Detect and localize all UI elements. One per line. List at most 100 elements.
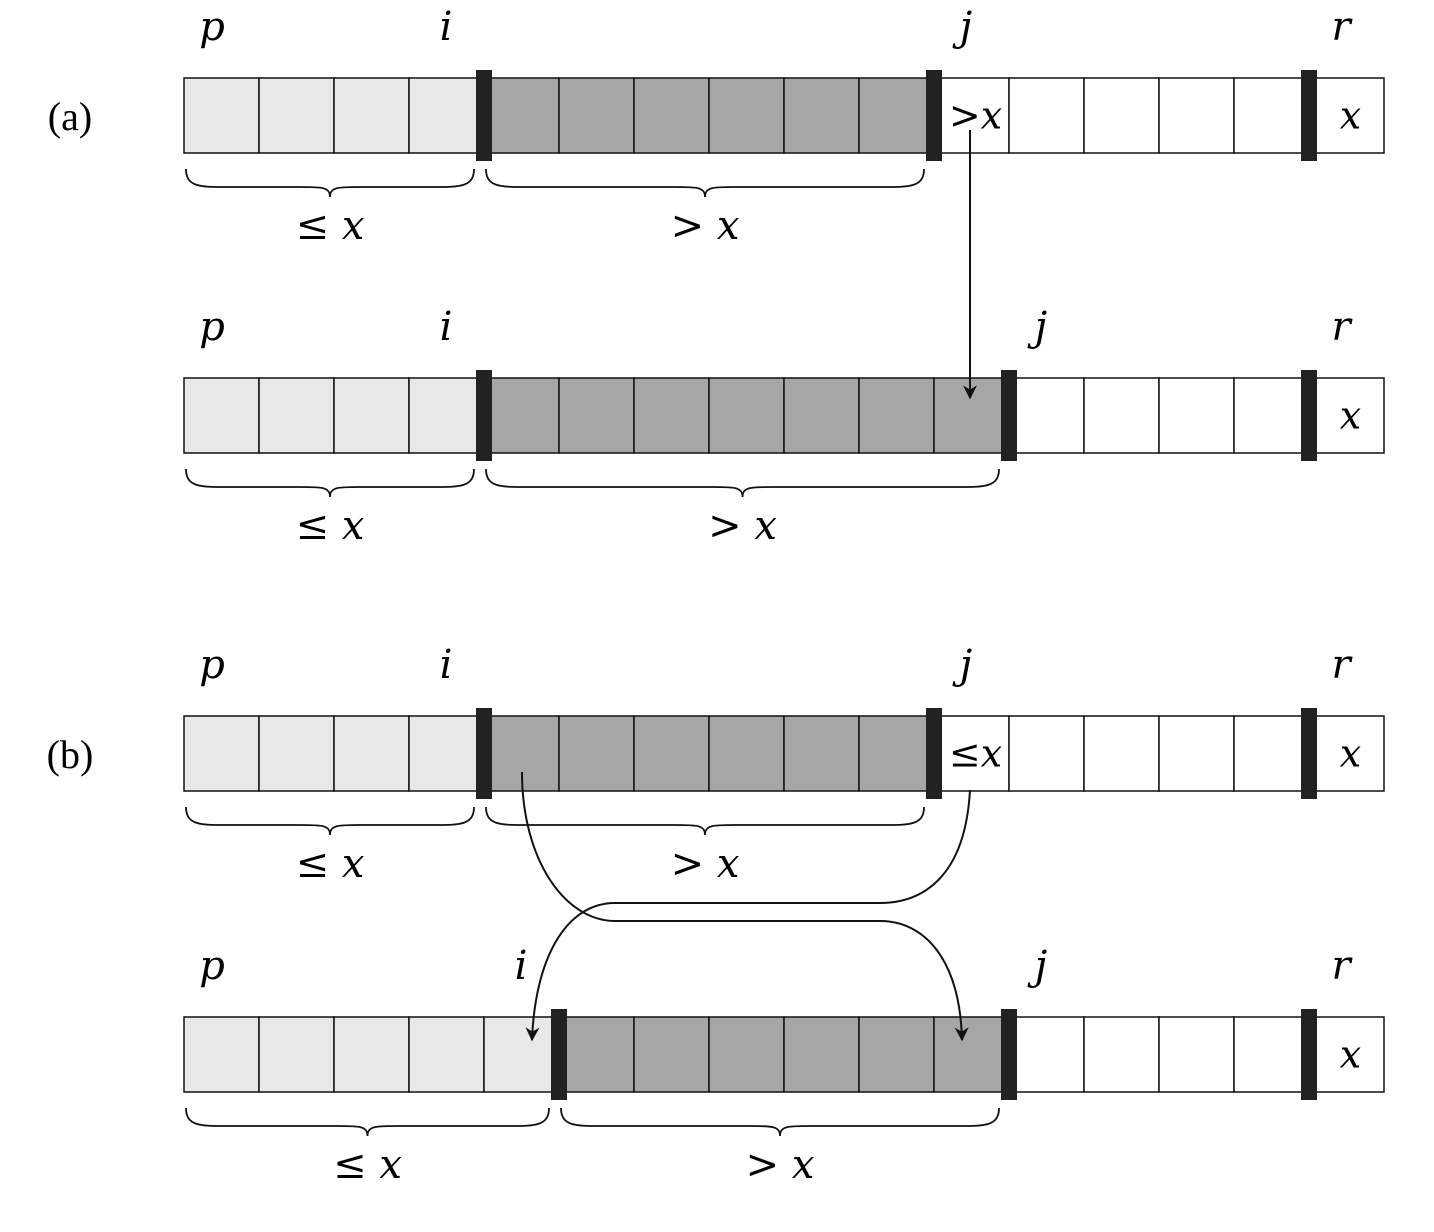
array-cell-gt: [558, 715, 635, 792]
brace-label: ≤ x: [296, 503, 365, 549]
cell-value-label: x: [1340, 732, 1361, 776]
array-cell-gt: [558, 77, 635, 154]
array-cell-u: [1233, 77, 1310, 154]
pointer-label-i: i: [440, 642, 453, 688]
pointer-label-r: r: [1331, 943, 1353, 989]
array-cell-u: [1083, 715, 1160, 792]
array-cell-gt: [633, 77, 710, 154]
array-cell-gt: [483, 77, 560, 154]
array-cell-gt: [858, 377, 935, 454]
array-cell-gt: [783, 715, 860, 792]
array-cell-le: [408, 1016, 485, 1093]
region-divider: [926, 70, 942, 161]
array-cell-u: [1158, 377, 1235, 454]
brace: [185, 168, 475, 198]
cell-value-label: >x: [949, 94, 1002, 138]
pointer-label-p: p: [199, 943, 225, 989]
array-cell-u: [1083, 77, 1160, 154]
cell-value-label: x: [1340, 1033, 1361, 1077]
cell-value-label: ≤x: [949, 732, 1002, 776]
array-cell-gt: [858, 715, 935, 792]
region-divider: [1301, 370, 1317, 461]
swap-arrow-from-j: [525, 789, 971, 1042]
array-cell-u: [1008, 377, 1085, 454]
array-cell-le: [258, 377, 335, 454]
array-cell-le: [408, 715, 485, 792]
array-cell-u: [1008, 77, 1085, 154]
array-cell-pivot: [1308, 1016, 1385, 1093]
pointer-label-i: i: [440, 4, 453, 50]
array-cell-gt: [633, 1016, 710, 1093]
array-cell-le: [333, 715, 410, 792]
array-cell-gt: [708, 715, 785, 792]
array-cell-le: [333, 77, 410, 154]
array-cell-le: [258, 715, 335, 792]
cell-value-label: x: [1340, 394, 1361, 438]
pointer-label-p: p: [199, 304, 225, 350]
swap-arrow-from-i: [521, 771, 969, 1042]
brace: [485, 168, 925, 198]
region-divider: [1301, 70, 1317, 161]
brace-label: ≤ x: [296, 841, 365, 887]
array-cell-u: [1083, 1016, 1160, 1093]
pointer-label-j: j: [1027, 943, 1047, 989]
region-divider: [551, 1009, 567, 1100]
array-cell-gt: [783, 377, 860, 454]
array-cell-u: [1083, 377, 1160, 454]
part-label-a: (a): [48, 94, 92, 139]
array-cell-gt: [708, 1016, 785, 1093]
brace: [485, 468, 1000, 498]
array-cell-u: [1233, 1016, 1310, 1093]
array-cell-gt: [558, 377, 635, 454]
array-cell-gt: [633, 715, 710, 792]
array-cell-gt: [783, 77, 860, 154]
array-cell-gt: [708, 377, 785, 454]
pointer-label-r: r: [1331, 4, 1353, 50]
brace-label: > x: [746, 1142, 815, 1188]
brace: [560, 1107, 1000, 1137]
array-cell-gt: [858, 77, 935, 154]
array-cell-le: [183, 77, 260, 154]
array-cell-le: [258, 77, 335, 154]
array-cell-u: [1158, 1016, 1235, 1093]
array-cell-u: [1233, 377, 1310, 454]
brace-label: ≤ x: [296, 203, 365, 249]
region-divider: [476, 370, 492, 461]
cell-value-label: x: [1340, 94, 1361, 138]
part-label-b: (b): [47, 732, 94, 777]
array-cell-u: [1233, 715, 1310, 792]
brace: [485, 806, 925, 836]
arrows: [521, 130, 977, 1042]
array-cell-gt: [483, 377, 560, 454]
region-divider: [476, 70, 492, 161]
region-divider: [926, 708, 942, 799]
array-cell-pivot: [1308, 77, 1385, 154]
region-divider: [1301, 1009, 1317, 1100]
pointer-label-i: i: [515, 943, 528, 989]
array-cell-le: [333, 377, 410, 454]
array-cell-le: [333, 1016, 410, 1093]
array-cell-gt: [783, 1016, 860, 1093]
array-cell-u: [933, 715, 1010, 792]
region-divider: [476, 708, 492, 799]
pointer-label-i: i: [440, 304, 453, 350]
pointer-label-j: j: [1027, 304, 1047, 350]
pointer-label-r: r: [1331, 304, 1353, 350]
array-cell-u: [933, 77, 1010, 154]
pointer-label-j: j: [952, 4, 972, 50]
region-divider: [1301, 708, 1317, 799]
array-cell-pivot: [1308, 377, 1385, 454]
array-cell-le: [183, 715, 260, 792]
pointer-label-j: j: [952, 642, 972, 688]
array-cell-le: [183, 377, 260, 454]
array-cell-le: [408, 377, 485, 454]
brace: [185, 1107, 550, 1137]
brace: [185, 806, 475, 836]
brace-label: > x: [671, 841, 740, 887]
array-cell-u: [1008, 715, 1085, 792]
